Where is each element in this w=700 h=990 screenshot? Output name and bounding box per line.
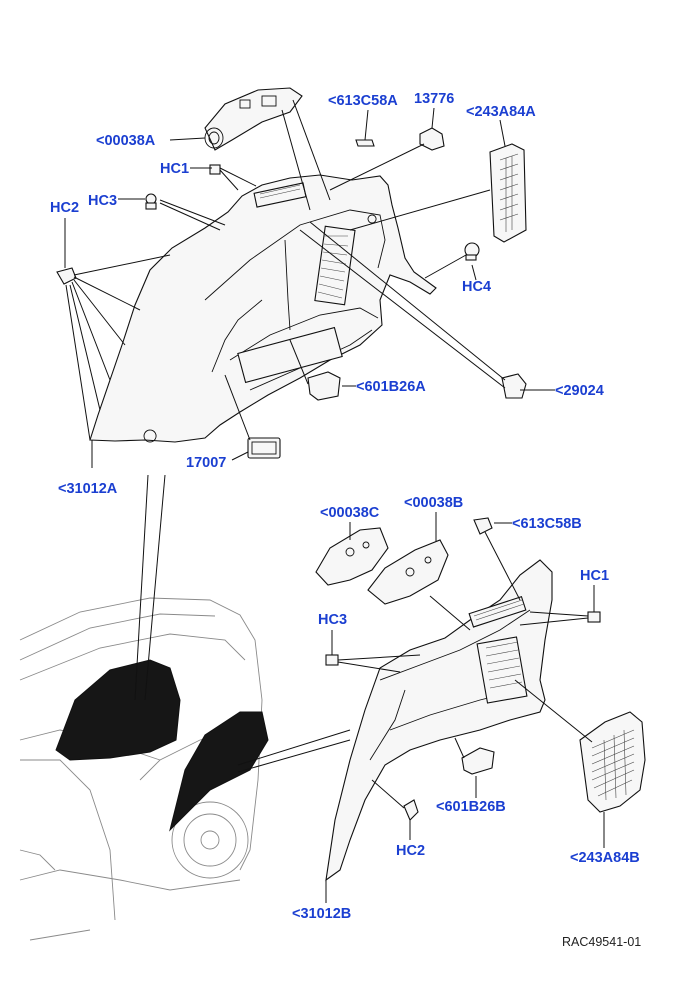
callout-31012a: <31012A bbox=[58, 481, 118, 497]
bracket-601b26b bbox=[461, 747, 495, 775]
callout-hc3-bottom: HC3 bbox=[318, 612, 347, 628]
callout-243a84b: <243A84B bbox=[570, 850, 640, 866]
clip-hc2-bottom bbox=[403, 799, 419, 821]
callout-601b26b: <601B26B bbox=[436, 799, 506, 815]
clip-613c58b bbox=[473, 517, 493, 535]
upper-trim-panel-a bbox=[204, 87, 303, 151]
lamp-17007 bbox=[247, 437, 281, 459]
callout-243a84a: <243A84A bbox=[466, 104, 536, 120]
callout-hc3-top: HC3 bbox=[88, 193, 117, 209]
clip-hc3-bottom bbox=[325, 654, 339, 666]
clip-hc1-bottom bbox=[587, 611, 601, 623]
clip-hc1-top bbox=[209, 164, 221, 175]
callout-17007: 17007 bbox=[186, 455, 226, 471]
clip-hc4 bbox=[464, 242, 480, 261]
callout-hc2-bottom: HC2 bbox=[396, 843, 425, 859]
clip-613c58a bbox=[355, 139, 375, 147]
vehicle-leader-lines bbox=[134, 474, 351, 773]
clip-13776 bbox=[419, 127, 445, 151]
callout-00038a: <00038A bbox=[96, 133, 156, 149]
bracket-29024 bbox=[501, 373, 527, 399]
leader-lines-bottom bbox=[325, 512, 605, 903]
speaker-grille-243a84b bbox=[579, 711, 646, 813]
callout-613c58a-top: <613C58A bbox=[328, 93, 398, 109]
vehicle-trim-highlight-left bbox=[55, 659, 181, 761]
bracket-601b26a bbox=[307, 371, 341, 401]
clip-hc2-top bbox=[56, 267, 77, 285]
callout-00038c: <00038C bbox=[320, 505, 380, 521]
speaker-grille-243a84a bbox=[489, 143, 527, 243]
callout-hc4: HC4 bbox=[462, 279, 491, 295]
callout-hc1-top: HC1 bbox=[160, 161, 189, 177]
diagram-reference-code: RAC49541-01 bbox=[562, 935, 641, 949]
upper-trim-panel-b bbox=[367, 539, 449, 605]
callout-hc1-bottom: HC1 bbox=[580, 568, 609, 584]
callout-613c58b: <613C58B bbox=[512, 516, 582, 532]
clip-hc3-top bbox=[145, 193, 157, 210]
leader-lines-top bbox=[64, 99, 555, 468]
callout-13776: 13776 bbox=[414, 91, 454, 107]
right-quarter-trim-panel bbox=[325, 559, 553, 882]
callout-31012b: <31012B bbox=[292, 906, 351, 922]
callout-29024: <29024 bbox=[555, 383, 604, 399]
vehicle-outline bbox=[19, 597, 263, 941]
callout-hc2-top: HC2 bbox=[50, 200, 79, 216]
left-quarter-trim-panel bbox=[89, 174, 437, 443]
callout-601b26a: <601B26A bbox=[356, 379, 426, 395]
callout-00038b: <00038B bbox=[404, 495, 463, 511]
vehicle-trim-highlight-right bbox=[169, 711, 269, 832]
upper-trim-panel-c bbox=[315, 527, 389, 586]
